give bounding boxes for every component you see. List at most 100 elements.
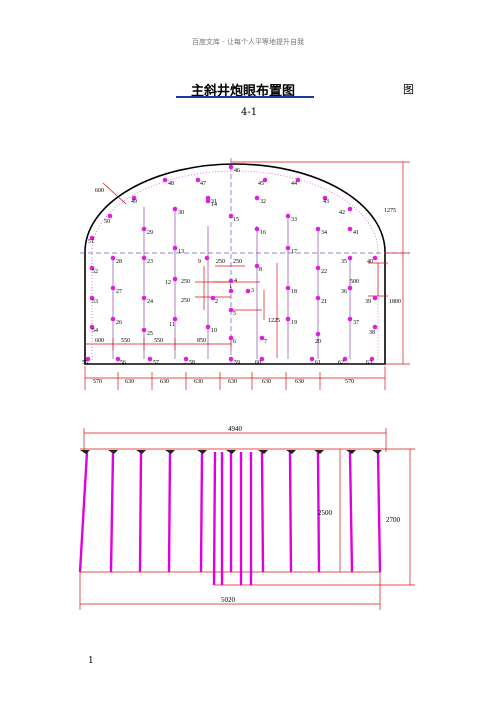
bottom-dim-label: 630	[262, 379, 271, 385]
blast-hole	[195, 177, 201, 183]
blast-hole	[172, 206, 178, 212]
blast-hole	[228, 213, 234, 219]
blast-hole	[115, 356, 121, 362]
page-header: 百度文库 - 让每个人平等地提升自我	[192, 38, 304, 46]
blast-hole	[372, 255, 378, 261]
dim-lower-top: 4940	[228, 425, 243, 433]
page-number: 1	[88, 656, 94, 666]
hole-label: 41	[353, 230, 359, 236]
hole-label: 5	[233, 311, 236, 317]
title-underline	[176, 96, 314, 98]
arc-dimension	[102, 182, 127, 205]
blast-hole	[172, 276, 178, 282]
blast-hole	[172, 316, 178, 322]
blast-hole	[110, 255, 116, 261]
blast-hole	[347, 255, 353, 261]
bottom-dim-label: 570	[93, 379, 102, 385]
hole-label: 18	[291, 289, 297, 295]
blast-hole	[254, 226, 260, 232]
figure-number: 4-1	[241, 107, 258, 118]
blast-hole	[315, 265, 321, 271]
hole-label: 55	[82, 360, 88, 366]
hole-label: 44	[291, 181, 297, 187]
hole-label: 27	[116, 289, 122, 295]
blast-hole	[315, 331, 321, 337]
blast-hole	[372, 295, 378, 301]
blast-hole	[107, 213, 113, 219]
blast-hole	[228, 335, 234, 341]
blast-hole	[315, 226, 321, 232]
hole-label: 24	[147, 299, 153, 305]
bottom-dim-label: 630	[125, 379, 134, 385]
dim-inner-2: 550	[121, 338, 130, 344]
hole-label: 7	[264, 339, 267, 345]
hole-label: 40	[367, 259, 373, 265]
hole-label: 60	[255, 360, 261, 366]
dim-cut-d: 250	[181, 298, 190, 304]
blast-hole	[141, 255, 147, 261]
contour-dotted	[91, 170, 379, 360]
blast-hole	[254, 263, 260, 269]
blast-hole	[147, 356, 153, 362]
hole-label: 3	[251, 288, 254, 294]
hole-label: 2	[215, 299, 218, 305]
blast-hole	[205, 324, 211, 330]
blast-hole	[285, 316, 291, 322]
blast-hole	[369, 356, 375, 362]
blast-hole	[259, 356, 265, 362]
hole-label: 26	[116, 320, 122, 326]
hole-label: 48	[168, 181, 174, 187]
blast-hole	[347, 226, 353, 232]
blast-hole	[204, 255, 210, 261]
hole-label: 37	[353, 320, 359, 326]
hole-label: 36	[341, 289, 347, 295]
hole-label: 23	[147, 259, 153, 265]
bottom-dimension	[84, 366, 386, 390]
blast-hole	[347, 206, 353, 212]
hole-label: 14	[211, 202, 217, 208]
blast-hole	[141, 295, 147, 301]
blast-hole	[262, 177, 268, 183]
blast-hole	[110, 316, 116, 322]
dim-cut-b: 250	[233, 259, 242, 265]
drill-head-marks	[80, 450, 382, 454]
blast-hole	[141, 226, 147, 232]
hole-label: 17	[291, 249, 297, 255]
hole-label: 13	[178, 249, 184, 255]
hole-label: 1	[229, 284, 232, 290]
dim-right-side: 500	[350, 279, 359, 285]
dim-inner-1: 600	[95, 338, 104, 344]
blast-hole	[285, 285, 291, 291]
blast-hole	[205, 195, 211, 201]
hole-label: 32	[260, 199, 266, 205]
dim-cut-a: 250	[216, 259, 225, 265]
hole-label: 21	[321, 299, 327, 305]
hole-label: 42	[339, 210, 345, 216]
inner-dimension	[85, 338, 232, 350]
hole-label: 58	[189, 360, 195, 366]
dim-inner-4: 850	[197, 338, 206, 344]
hole-label: 9	[198, 259, 201, 265]
blast-hole	[162, 177, 168, 183]
blast-hole	[254, 195, 260, 201]
blast-hole	[245, 288, 251, 294]
hole-label: 54	[92, 328, 98, 334]
hole-label: 35	[341, 259, 347, 265]
dim-inner-3: 550	[154, 338, 163, 344]
blast-hole	[89, 295, 95, 301]
blast-hole	[347, 316, 353, 322]
hole-label: 28	[116, 259, 122, 265]
bottom-dim-label: 570	[345, 379, 354, 385]
right-dimension	[231, 161, 410, 365]
dim-lower-bottom: 5020	[221, 596, 236, 604]
hole-label: 50	[104, 219, 110, 225]
blast-hole	[89, 265, 95, 271]
hole-label: 63	[366, 360, 372, 366]
hole-label: 46	[234, 168, 240, 174]
blast-hole	[85, 356, 91, 362]
blast-hole	[228, 356, 234, 362]
hole-label: 56	[120, 360, 126, 366]
blast-hole	[131, 195, 137, 201]
hole-label: 12	[165, 280, 171, 286]
